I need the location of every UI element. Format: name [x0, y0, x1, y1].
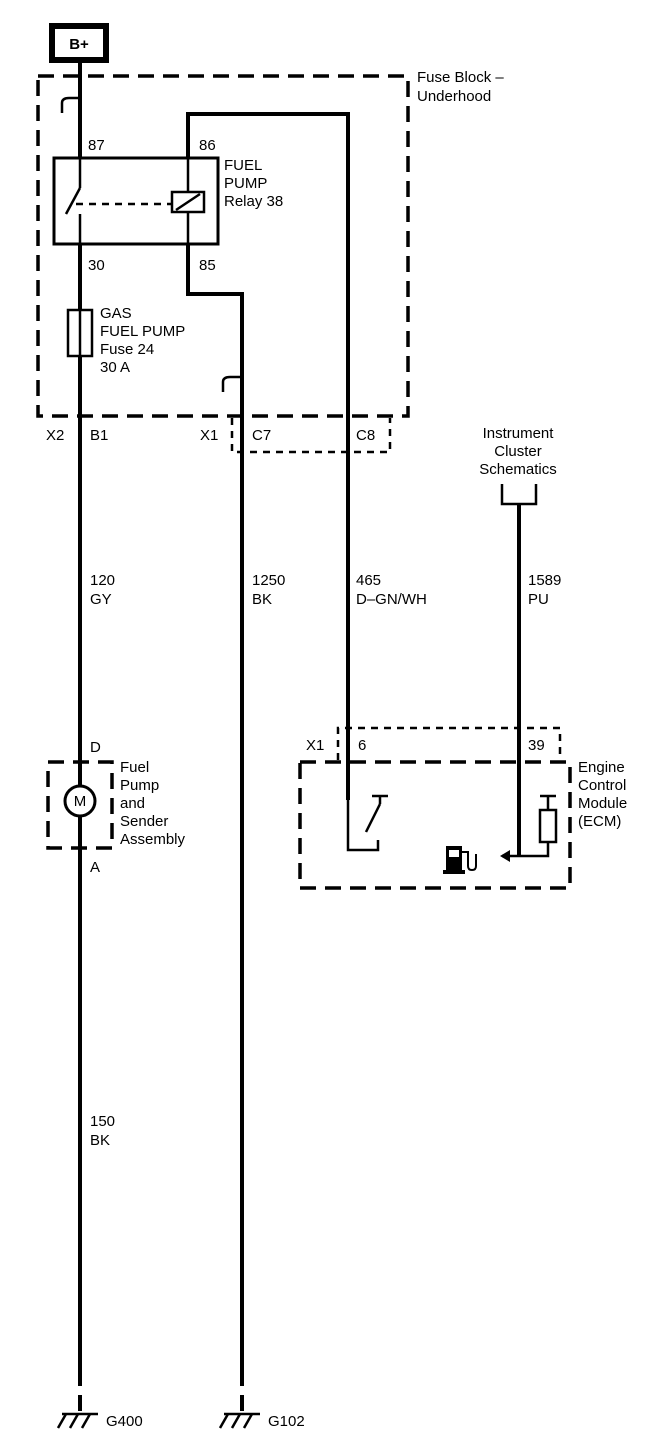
- wire-150-circuit: 150: [90, 1113, 115, 1130]
- fuse-label-1: GAS: [100, 305, 132, 322]
- ecm-connector-x1: X1: [306, 737, 324, 754]
- splice-hook-top: [60, 96, 80, 113]
- wire-relay-86-loop: [186, 112, 350, 450]
- wire-relay-85-to-c7: [186, 244, 244, 450]
- ecm-outline: [298, 760, 572, 890]
- fuel-pump-pin-d: D: [90, 739, 101, 756]
- relay-pin-86: 86: [199, 137, 216, 154]
- relay-label-1: FUEL: [224, 157, 262, 174]
- ecm-pin-6: 6: [358, 737, 366, 754]
- relay-pin-87: 87: [88, 137, 105, 154]
- ecm-pin-39: 39: [528, 737, 545, 754]
- motor-symbol: M: [74, 793, 87, 810]
- fuel-pump-outline: [46, 760, 114, 850]
- fuse-block-outline: [36, 74, 410, 418]
- wire-150-color: BK: [90, 1132, 110, 1149]
- fuel-pump-label-2: Pump: [120, 777, 159, 794]
- connector-x1-outline: [230, 418, 392, 454]
- fuse-label-4: 30 A: [100, 359, 130, 376]
- wire-120-color: GY: [90, 591, 112, 608]
- instrument-cluster-bracket: [500, 484, 538, 506]
- ecm-label-3: Module: [578, 795, 627, 812]
- fuse-label-2: FUEL PUMP: [100, 323, 185, 340]
- relay-label-2: PUMP: [224, 175, 267, 192]
- fuel-pump-label-3: and: [120, 795, 145, 812]
- wire-1250-color: BK: [252, 591, 272, 608]
- power-source-label: B+: [69, 36, 89, 53]
- connector-c7: C7: [252, 427, 271, 444]
- fuse-label-3: Fuse 24: [100, 341, 154, 358]
- wire-465-circuit: 465: [356, 572, 381, 589]
- fuel-pump-pin-a: A: [90, 859, 100, 876]
- relay-label-3: Relay 38: [224, 193, 283, 210]
- connector-c8: C8: [356, 427, 375, 444]
- power-source: B+: [49, 23, 109, 63]
- wire-1589-circuit: 1589: [528, 572, 561, 589]
- fuel-pump-label-1: Fuel: [120, 759, 149, 776]
- fuel-pump-label-5: Assembly: [120, 831, 186, 848]
- instrument-cluster-label-1: Instrument: [483, 425, 555, 442]
- fuse-icon: [66, 308, 94, 358]
- instrument-cluster-label-3: Schematics: [479, 461, 557, 478]
- ecm-label-1: Engine: [578, 759, 625, 776]
- ecm-label-4: (ECM): [578, 813, 621, 830]
- motor-icon: M: [63, 784, 97, 818]
- ground-icon: [218, 1412, 260, 1429]
- relay-pin-30: 30: [88, 257, 105, 274]
- fuse-block-label-2: Underhood: [417, 88, 491, 105]
- wire-1250-circuit: 1250: [252, 572, 285, 589]
- fuel-pump-label-4: Sender: [120, 813, 168, 830]
- ecm-label-2: Control: [578, 777, 626, 794]
- wire-120-circuit: 120: [90, 572, 115, 589]
- ground-icon: [56, 1412, 98, 1429]
- fuse-block-label-1: Fuse Block –: [417, 69, 504, 86]
- wire-465-color: D–GN/WH: [356, 591, 427, 608]
- relay-pin-85: 85: [199, 257, 216, 274]
- ecm-connector-x1-outline: [336, 726, 562, 760]
- ecm-switch-icon: [346, 794, 388, 852]
- connector-b1: B1: [90, 427, 108, 444]
- wire-1589-color: PU: [528, 591, 549, 608]
- connector-x2: X2: [46, 427, 64, 444]
- ground-g400-label: G400: [106, 1413, 143, 1430]
- ecm-input-resistor-icon: [500, 794, 558, 862]
- connector-x1-fuse: X1: [200, 427, 218, 444]
- relay-coil-icon: [170, 158, 206, 244]
- splice-hook-c7: [221, 375, 242, 392]
- fuel-pump-icon: [443, 846, 477, 874]
- ground-g102-label: G102: [268, 1413, 305, 1430]
- instrument-cluster-label-2: Cluster: [494, 443, 542, 460]
- switch-icon: [64, 158, 82, 244]
